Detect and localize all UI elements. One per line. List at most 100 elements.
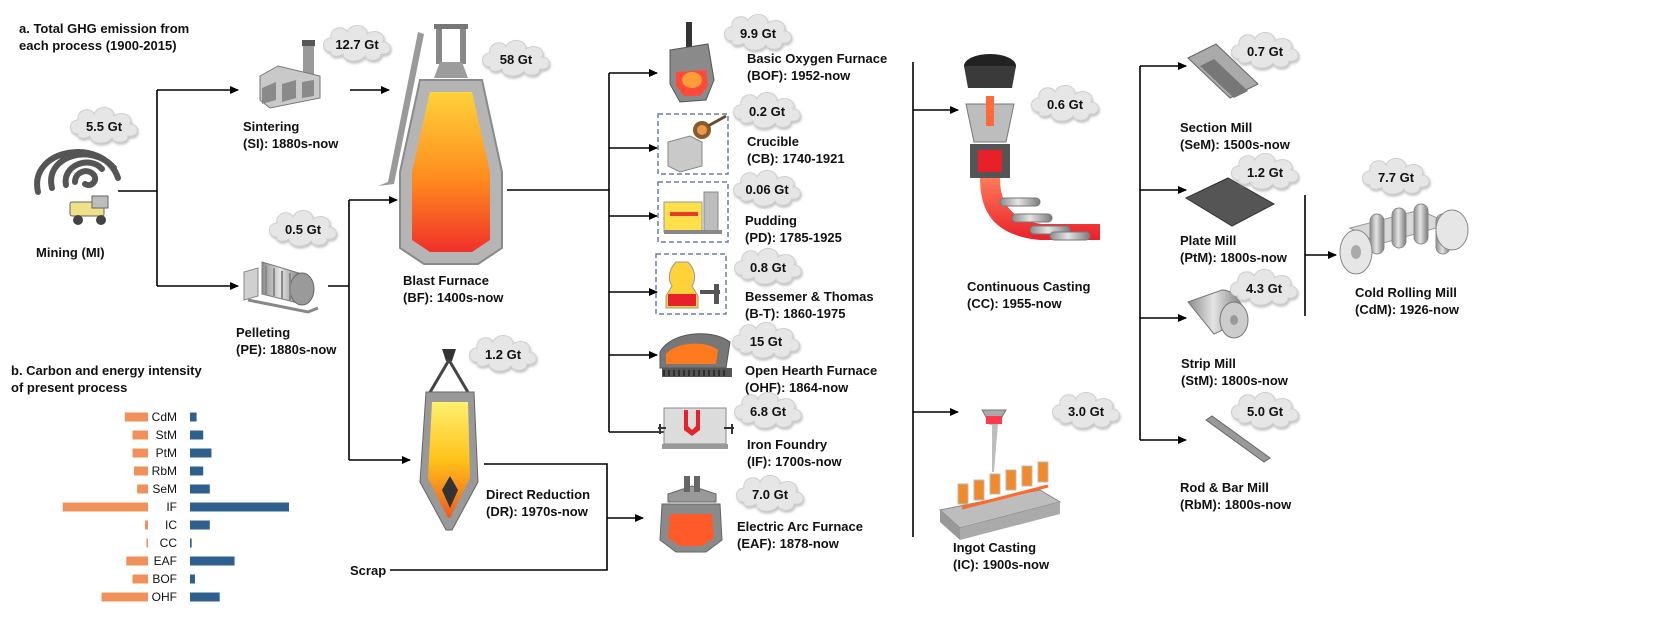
rod-bar-mill-ghg-value: 5.0 Gt: [1247, 404, 1284, 419]
rod-bar-mill-icon: [1205, 415, 1271, 463]
pudding-label: Pudding (PD): 1785-1925: [745, 212, 842, 246]
continuous-casting-label: Continuous Casting (CC): 1955-now: [967, 278, 1091, 312]
section-mill-period: (SeM): 1500s-now: [1180, 137, 1290, 152]
section-mill-label: Section Mill (SeM): 1500s-now: [1180, 119, 1290, 153]
section-mill-icon: [1187, 43, 1259, 99]
ohf-icon: [659, 333, 732, 377]
bar-left-if: [62, 502, 148, 512]
direct-reduction-period: (DR): 1970s-now: [486, 504, 588, 519]
bar-left-rbm: [134, 466, 148, 476]
bof-period: (BOF): 1952-now: [747, 68, 851, 83]
connector-scrap-out: [390, 518, 608, 571]
blast-furnace-name: Blast Furnace: [403, 273, 489, 288]
bar-right-eaf: [190, 556, 235, 566]
cold-rolling-mill-period: (CdM): 1926-now: [1355, 302, 1459, 317]
eaf-label: Electric Arc Furnace (EAF): 1878-now: [737, 518, 863, 552]
blast-furnace-icon: [378, 24, 503, 265]
section-mill-ghg-value: 0.7 Gt: [1247, 44, 1284, 59]
bar-category-ptm: PtM: [156, 446, 177, 460]
bar-left-ohf: [101, 592, 148, 602]
ingot-casting-ghg-value: 3.0 Gt: [1068, 404, 1105, 419]
bof-ghg-value: 9.9 Gt: [740, 26, 777, 41]
bar-right-ic: [190, 520, 210, 530]
pudding-ghg-value: 0.06 Gt: [745, 182, 789, 197]
continuous-casting-period: (CC): 1955-now: [967, 296, 1062, 311]
bessemer-period: (B-T): 1860-1975: [745, 306, 846, 321]
ohf-name: Open Hearth Furnace: [745, 363, 878, 378]
pelleting-name: Pelleting: [236, 325, 291, 340]
pelleting-ghg-cloud: 0.5 Gt: [269, 210, 337, 247]
bar-category-cdm: CdM: [152, 410, 177, 424]
bof-name: Basic Oxygen Furnace: [747, 51, 888, 66]
strip-mill-period: (StM): 1800s-now: [1181, 373, 1288, 388]
crucible-period: (CB): 1740-1921: [747, 151, 845, 166]
continuous-casting-name: Continuous Casting: [967, 279, 1091, 294]
plate-mill-period: (PtM): 1800s-now: [1180, 250, 1287, 265]
cold-rolling-mill-name: Cold Rolling Mill: [1355, 285, 1457, 300]
strip-mill-ghg-value: 4.3 Gt: [1246, 281, 1283, 296]
rod-bar-mill-ghg-cloud: 5.0 Gt: [1231, 392, 1299, 429]
flow-connectors: [118, 62, 1337, 571]
eaf-ghg-cloud: 7.0 Gt: [736, 475, 804, 512]
bar-right-rbm: [190, 466, 204, 476]
pudding-ghg-cloud: 0.06 Gt: [733, 170, 801, 207]
cold-rolling-mill-label: Cold Rolling Mill (CdM): 1926-now: [1355, 284, 1459, 318]
bar-category-cc: CC: [160, 536, 178, 550]
sintering-icon: [259, 40, 321, 109]
sintering-name: Sintering: [243, 119, 300, 134]
bar-right-if: [190, 502, 289, 512]
bar-right-bof: [190, 574, 195, 584]
connector-dr-out: [484, 463, 608, 518]
blast-furnace-ghg-value: 58 Gt: [500, 52, 533, 67]
bar-left-ptm: [132, 448, 148, 458]
direct-reduction-ghg-cloud: 1.2 Gt: [469, 335, 537, 372]
section-b-title-line1: b. Carbon and energy intensity: [11, 363, 202, 378]
bessemer-ghg-cloud: 0.8 Gt: [734, 248, 802, 285]
plate-mill-label: Plate Mill (PtM): 1800s-now: [1180, 232, 1287, 266]
iron-foundry-ghg-cloud: 6.8 Gt: [734, 392, 802, 429]
section-b-title: b. Carbon and energy intensity of presen…: [11, 362, 202, 396]
crucible-ghg-cloud: 0.2 Gt: [733, 92, 801, 129]
iron-foundry-period: (IF): 1700s-now: [747, 454, 842, 469]
section-a-title-line1: a. Total GHG emission from: [19, 21, 190, 36]
continuous-casting-ghg-cloud: 0.6 Gt: [1031, 85, 1099, 122]
iron-foundry-label: Iron Foundry (IF): 1700s-now: [747, 436, 842, 470]
rod-bar-mill-label: Rod & Bar Mill (RbM): 1800s-now: [1180, 479, 1291, 513]
eaf-period: (EAF): 1878-now: [737, 536, 839, 551]
bar-category-if: IF: [166, 500, 177, 514]
bar-left-eaf: [126, 556, 148, 566]
bar-left-cdm: [124, 412, 148, 422]
bar-right-sem: [190, 484, 210, 494]
eaf-name: Electric Arc Furnace: [737, 519, 863, 534]
blast-furnace-label: Blast Furnace (BF): 1400s-now: [403, 272, 503, 306]
bar-right-stm: [190, 430, 204, 440]
ohf-label: Open Hearth Furnace (OHF): 1864-now: [745, 362, 877, 396]
bessemer-label: Bessemer & Thomas (B-T): 1860-1975: [745, 288, 874, 322]
bar-right-cdm: [190, 412, 197, 422]
mining-ghg-value: 5.5 Gt: [86, 119, 123, 134]
eaf-ghg-value: 7.0 Gt: [752, 487, 789, 502]
plate-mill-icon: [1184, 177, 1276, 227]
bar-category-ohf: OHF: [152, 590, 177, 604]
bar-left-ic: [144, 520, 148, 530]
iron-foundry-ghg-value: 6.8 Gt: [750, 404, 787, 419]
iron-foundry-icon: [658, 407, 734, 449]
scrap-label: Scrap: [350, 563, 387, 578]
cold-rolling-mill-ghg-cloud: 7.7 Gt: [1362, 158, 1430, 195]
bar-left-cc: [146, 538, 148, 548]
section-a-title-line2: each process (1900-2015): [19, 38, 177, 53]
bar-left-bof: [132, 574, 148, 584]
direct-reduction-ghg-value: 1.2 Gt: [485, 347, 522, 362]
bof-icon: [669, 22, 715, 103]
strip-mill-label: Strip Mill (StM): 1800s-now: [1181, 355, 1288, 389]
direct-reduction-name: Direct Reduction: [486, 487, 591, 502]
section-mill-name: Section Mill: [1180, 120, 1253, 135]
rod-bar-mill-period: (RbM): 1800s-now: [1180, 497, 1292, 512]
sintering-ghg-cloud: 12.7 Gt: [323, 25, 391, 62]
section-b-title-line2: of present process: [11, 380, 128, 395]
plate-mill-name: Plate Mill: [1180, 233, 1237, 248]
plate-mill-ghg-value: 1.2 Gt: [1247, 165, 1284, 180]
bar-category-stm: StM: [156, 428, 177, 442]
